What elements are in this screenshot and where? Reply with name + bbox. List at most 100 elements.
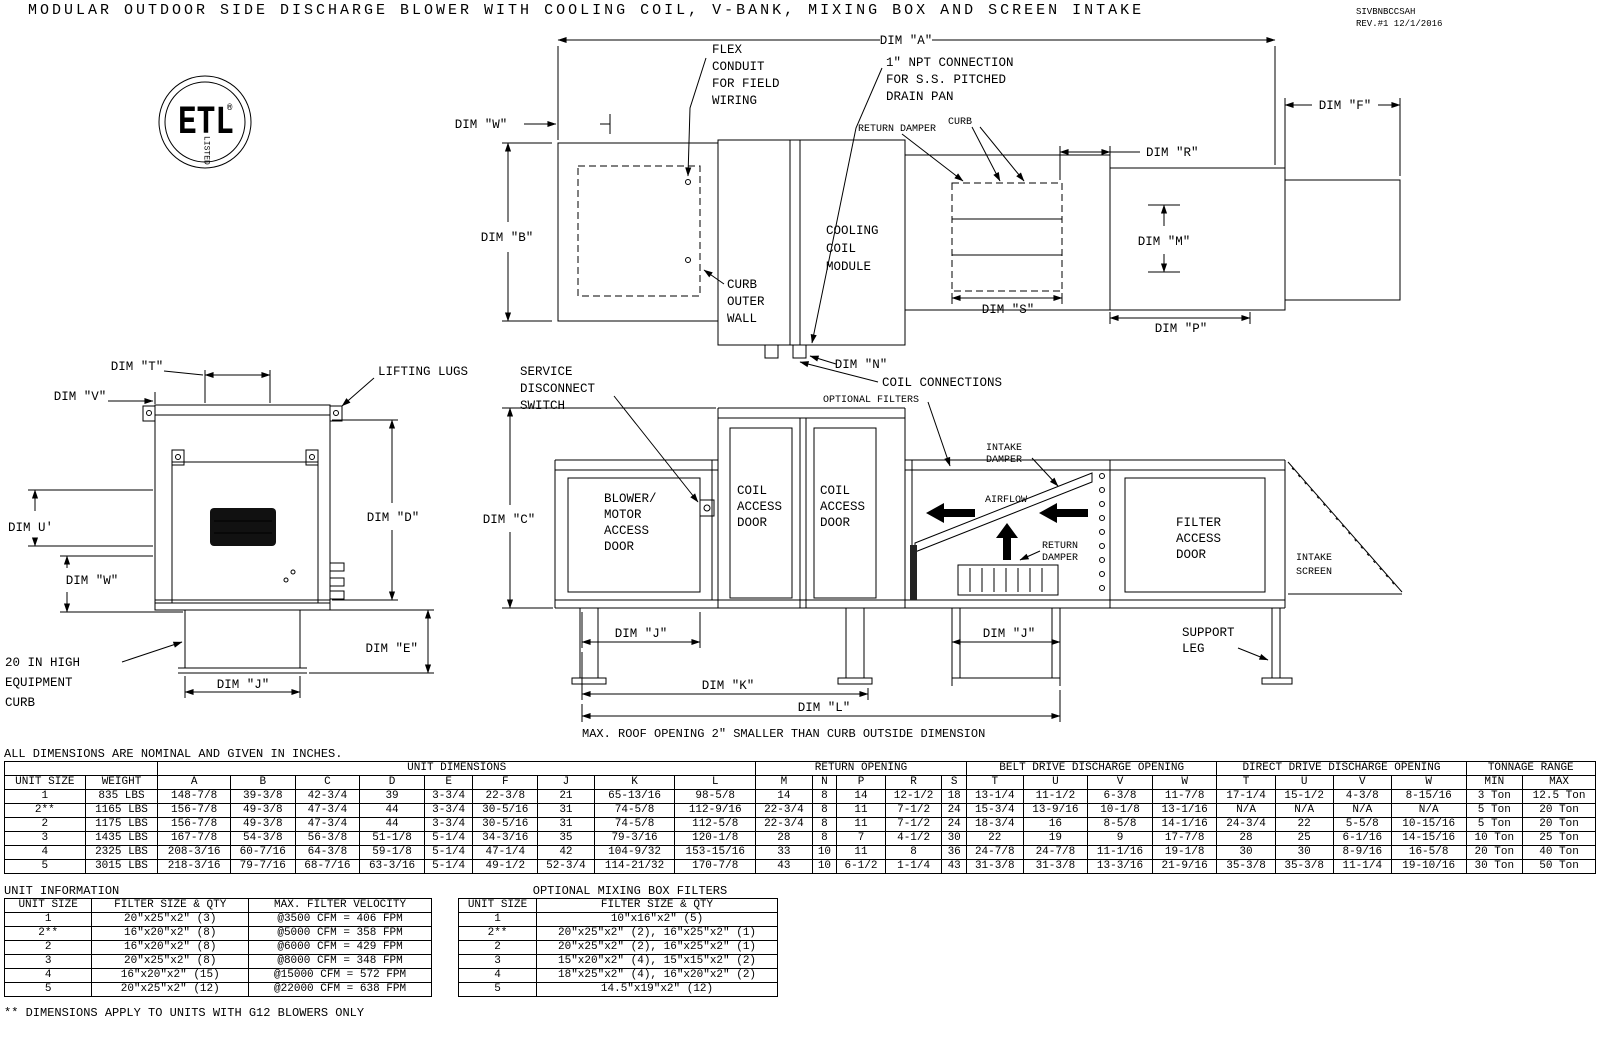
support-leg-label: SUPPORT LEG	[1182, 626, 1269, 661]
technical-drawing: ETL ® LISTED DIM "A" DIM "W" DIM "B"	[5, 34, 1403, 741]
table-cell: 2	[4, 817, 86, 832]
optional-filters-label: OPTIONAL FILTERS	[823, 395, 951, 467]
return-damper-plan-label: RETURN DAMPER	[858, 124, 936, 135]
column-header: MAX	[1522, 775, 1596, 790]
table-cell: 2**	[457, 926, 538, 941]
table-cell: 47-3/4	[294, 803, 361, 818]
table-cell: 17-7/8	[1151, 831, 1218, 846]
blower-motor-access-door	[567, 477, 701, 593]
dim-f-label: DIM "F"	[1319, 99, 1372, 113]
table-cell: 30 Ton	[1465, 859, 1524, 874]
table-cell: 4	[3, 968, 93, 983]
table-cell: N/A	[1390, 803, 1467, 818]
svg-text:EQUIPMENT: EQUIPMENT	[5, 676, 73, 690]
column-header: U	[1274, 775, 1334, 790]
table-cell: 5	[457, 982, 538, 997]
column-header: K	[593, 775, 676, 790]
table-cell: 6-1/2	[836, 859, 886, 874]
column-header: J	[537, 775, 595, 790]
table-cell: @8000 CFM = 348 FPM	[248, 954, 432, 969]
table-cell: 39-3/8	[229, 789, 296, 804]
table-cell: 835 LBS	[84, 789, 159, 804]
table-cell: 50 Ton	[1522, 859, 1596, 874]
group-header: TONNAGE RANGE	[1465, 761, 1596, 776]
table-cell: 10 Ton	[1465, 831, 1524, 846]
table-cell: 4-1/2	[884, 831, 943, 846]
column-header: UNIT SIZE	[3, 898, 93, 913]
column-header: W	[1390, 775, 1467, 790]
table-cell: N/A	[1274, 803, 1334, 818]
table-cell: 24	[941, 817, 967, 832]
return-airflow-arrow-up	[996, 523, 1018, 560]
mixing-box-filters-title: OPTIONAL MIXING BOX FILTERS	[532, 884, 728, 898]
table-cell: 9	[1087, 831, 1153, 846]
mixing-box-plan	[557, 142, 719, 322]
column-header: D	[359, 775, 425, 790]
table-cell: 8-15/16	[1390, 789, 1467, 804]
table-cell: 156-7/8	[157, 817, 231, 832]
column-header: T	[1216, 775, 1276, 790]
page-title: MODULAR OUTDOOR SIDE DISCHARGE BLOWER WI…	[28, 2, 1145, 19]
table-cell: 3 Ton	[1465, 789, 1524, 804]
table-cell: 56-3/8	[294, 831, 361, 846]
svg-text:SERVICE: SERVICE	[520, 365, 573, 379]
table-cell: 2	[457, 940, 538, 955]
table-cell: 11-1/2	[1022, 789, 1089, 804]
group-header	[3, 761, 159, 776]
column-header: FILTER SIZE & QTY	[536, 898, 778, 913]
curb-label: CURB	[948, 117, 972, 128]
table-cell: 20 Ton	[1522, 803, 1596, 818]
table-cell: 31-3/8	[965, 859, 1024, 874]
doc-rev: REV.#1 12/1/2016	[1356, 19, 1443, 29]
table-cell: 14-15/16	[1390, 831, 1467, 846]
table-cell: 52-3/4	[537, 859, 595, 874]
svg-text:DOOR: DOOR	[737, 516, 768, 530]
table-cell: 20"x25"x2" (2), 16"x25"x2" (1)	[536, 926, 778, 941]
coil-door-1-label: COIL ACCESS DOOR	[737, 484, 782, 530]
table-cell: 54-3/8	[229, 831, 296, 846]
column-header: M	[755, 775, 813, 790]
table-cell: 8	[811, 817, 838, 832]
svg-text:ACCESS: ACCESS	[737, 500, 782, 514]
column-header: V	[1087, 775, 1153, 790]
table-cell: 20 Ton	[1522, 817, 1596, 832]
cabinet-end-view	[154, 404, 331, 604]
svg-text:CURB: CURB	[5, 696, 36, 710]
column-header: MAX. FILTER VELOCITY	[248, 898, 432, 913]
table-cell: 63-3/16	[359, 859, 425, 874]
group-header: BELT DRIVE DISCHARGE OPENING	[965, 761, 1218, 776]
column-header: FILTER SIZE & QTY	[91, 898, 250, 913]
return-damper-elevation-label: RETURN DAMPER	[1019, 541, 1078, 564]
table-cell: 68-7/16	[294, 859, 361, 874]
coil-connections-label: COIL CONNECTIONS	[882, 376, 1002, 390]
dim-n-label: DIM "N"	[835, 358, 888, 372]
column-header: B	[229, 775, 296, 790]
table-cell: 43	[755, 859, 813, 874]
column-header: F	[472, 775, 539, 790]
table-cell: 16"x20"x2" (8)	[91, 926, 250, 941]
table-cell: @22000 CFM = 638 FPM	[248, 982, 432, 997]
table-cell: 1	[457, 912, 538, 927]
dim-j2-elev-label: DIM "J"	[983, 627, 1036, 641]
table-cell: 8	[811, 789, 838, 804]
table-cell: 4-3/8	[1332, 789, 1392, 804]
table-cell: 24-7/8	[965, 845, 1024, 860]
table-cell: 31-3/8	[1022, 859, 1089, 874]
table-cell: 36	[941, 845, 967, 860]
table-cell: 43	[941, 859, 967, 874]
table-cell: 44	[359, 817, 425, 832]
intake-extension-plan	[1284, 179, 1401, 301]
table-cell: 21	[537, 789, 595, 804]
svg-text:ACCESS: ACCESS	[820, 500, 865, 514]
table-cell: 31	[537, 803, 595, 818]
dim-m-label: DIM "M"	[1138, 235, 1191, 249]
table-cell: N/A	[1216, 803, 1276, 818]
